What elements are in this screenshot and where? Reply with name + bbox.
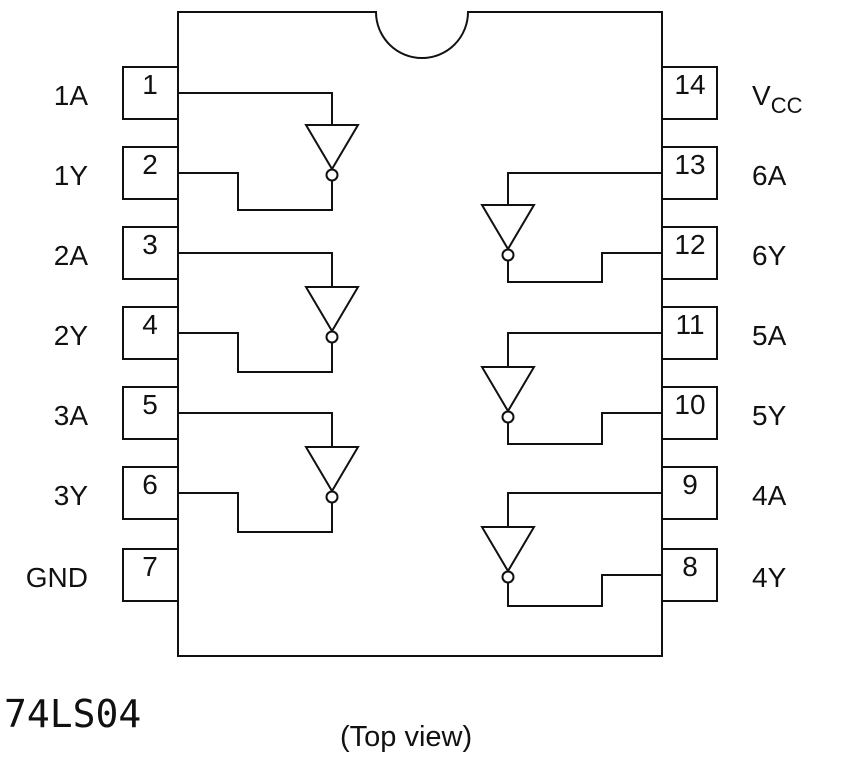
view-label: (Top view): [340, 721, 472, 753]
inverter-bubble: [325, 330, 339, 344]
pin-number-2: 2: [142, 149, 158, 180]
inverter-bubble: [325, 168, 339, 182]
pin-11: 11 5A: [661, 306, 787, 360]
pin-13: 13 6A: [661, 146, 787, 200]
pin-number-3: 3: [142, 229, 158, 260]
pin-7: 7 GND: [26, 548, 179, 602]
pin-name-5: 3A: [54, 400, 89, 431]
pin-box-2: [122, 146, 179, 200]
inverter-triangle: [304, 446, 360, 493]
gate-1: [178, 92, 360, 211]
gate-2: [178, 252, 360, 373]
pin-name-11: 5A: [752, 320, 787, 351]
pin-5: 5 3A: [54, 386, 179, 440]
gate-4: [480, 492, 662, 607]
pin-name-6: 3Y: [54, 480, 89, 511]
output-wire: [178, 332, 333, 373]
pin-number-4: 4: [142, 309, 158, 340]
pin-name-2: 1Y: [54, 160, 89, 191]
output-wire: [178, 172, 333, 211]
pin-box-11: [661, 306, 718, 360]
inverter-bubble: [501, 248, 515, 262]
pin-number-14: 14: [674, 69, 705, 100]
pin-name-4: 2Y: [54, 320, 89, 351]
pin-name-9: 4A: [752, 480, 787, 511]
pin-number-7: 7: [142, 551, 158, 582]
gate-6: [480, 172, 662, 283]
output-wire: [507, 412, 662, 445]
part-number: 74LS04: [4, 692, 141, 736]
pin-number-9: 9: [682, 469, 698, 500]
pin-name-7: GND: [26, 562, 88, 593]
pin-name-13: 6A: [752, 160, 787, 191]
pin-name-14: VCC: [752, 80, 803, 118]
input-wire: [178, 412, 333, 447]
inverter-triangle: [304, 286, 360, 333]
pin-number-11: 11: [675, 309, 704, 340]
pin-number-5: 5: [142, 389, 158, 420]
pin-8: 8 4Y: [661, 548, 787, 602]
pin-14: 14 VCC: [661, 66, 803, 120]
inverter-triangle: [480, 526, 536, 573]
output-wire: [178, 492, 333, 533]
input-wire: [178, 92, 333, 125]
pin-box-14: [661, 66, 718, 120]
inverter-bubble: [501, 570, 515, 584]
inverter-bubble: [501, 410, 515, 424]
pin-12: 12 6Y: [661, 226, 787, 280]
inverter-triangle: [480, 204, 536, 251]
inverter-triangle: [480, 366, 536, 413]
pins-left: 1 1A 2 1Y 3 2A 4 2Y 5 3A 6 3Y 7 GND: [26, 66, 179, 602]
inverter-bubble: [325, 490, 339, 504]
gate-5: [480, 332, 662, 445]
pin-2: 2 1Y: [54, 146, 179, 200]
pin-9: 9 4A: [661, 466, 787, 520]
pin-6: 6 3Y: [54, 466, 179, 520]
pin-name-12: 6Y: [752, 240, 787, 271]
pin-name-1: 1A: [54, 80, 89, 111]
pin-number-6: 6: [142, 469, 158, 500]
ic-body: [177, 11, 663, 657]
pin-number-12: 12: [674, 229, 705, 260]
output-wire: [507, 574, 662, 607]
pin-name-10: 5Y: [752, 400, 787, 431]
pin-4: 4 2Y: [54, 306, 179, 360]
pin-name-3: 2A: [54, 240, 89, 271]
pin-3: 3 2A: [54, 226, 179, 280]
pin-number-1: 1: [142, 69, 158, 100]
pins-right: 14 VCC 13 6A 12 6Y 11 5A 10 5Y 9 4A 8 4Y: [661, 66, 803, 602]
input-wire: [178, 252, 333, 287]
pin-number-8: 8: [682, 551, 698, 582]
input-wire: [507, 492, 662, 527]
inverter-gates: [178, 92, 662, 607]
pin-1: 1 1A: [54, 66, 179, 120]
input-wire: [507, 332, 662, 367]
gate-3: [178, 412, 360, 533]
pin-10: 10 5Y: [661, 386, 787, 440]
pin-name-8: 4Y: [752, 562, 787, 593]
pin-box-10: [661, 386, 718, 440]
pin-number-10: 10: [674, 389, 705, 420]
pin-number-13: 13: [674, 149, 705, 180]
input-wire: [507, 172, 662, 205]
pin-box-7: [122, 548, 179, 602]
output-wire: [507, 252, 662, 283]
inverter-triangle: [304, 124, 360, 171]
pin-box-3: [122, 226, 179, 280]
pin-box-8: [661, 548, 718, 602]
